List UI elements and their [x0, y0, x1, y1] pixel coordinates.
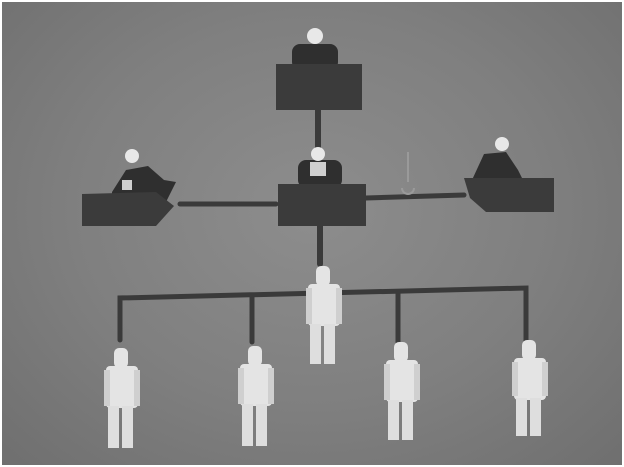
standing-figure-2	[238, 346, 274, 446]
standing-figure-5	[512, 340, 548, 436]
standing-figure-1	[104, 348, 140, 448]
desk-figure-top	[276, 28, 362, 110]
desk-figure-left	[82, 149, 176, 226]
desk-figure-right	[464, 137, 554, 212]
standing-figure-center	[306, 266, 342, 364]
pin-mark	[401, 152, 415, 195]
standing-figure-4	[384, 342, 420, 440]
desk-figure-center	[278, 147, 366, 226]
connector-right	[363, 192, 467, 201]
